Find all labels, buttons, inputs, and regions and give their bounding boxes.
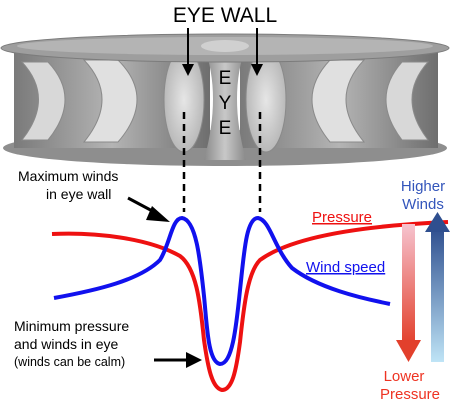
diagram-title: EYE WALL	[173, 4, 277, 27]
pressure-curve	[51, 220, 449, 393]
right-outer-hollow	[385, 61, 430, 141]
min-pressure-label-line1: Minimum pressure	[14, 318, 129, 334]
hurricane-cross-section	[0, 33, 450, 166]
eye-opening	[201, 40, 249, 52]
wind-speed-curve	[53, 215, 391, 367]
pressure-label: Pressure	[312, 209, 372, 226]
lower-label-line2: Pressure	[380, 386, 440, 403]
wind-speed-label: Wind speed	[306, 259, 385, 276]
eye-letter-3: E	[219, 118, 232, 139]
eye-letter-2: Y	[219, 93, 232, 114]
down-arrow-icon	[182, 28, 194, 76]
pointer-arrow-icon	[127, 196, 170, 222]
higher-label-line1: Higher	[401, 178, 445, 195]
min-pressure-label-line2: and winds in eye	[14, 336, 119, 352]
eye-wall-right	[245, 47, 287, 153]
eye-column	[204, 46, 246, 160]
lower-label-line1: Lower	[384, 368, 425, 385]
max-winds-label-line1: Maximum winds	[18, 168, 118, 184]
down-arrow-icon	[251, 28, 263, 76]
max-winds-label-line2: in eye wall	[46, 186, 111, 202]
left-inner-hollow	[82, 59, 138, 143]
higher-label-line2: Winds	[402, 196, 444, 213]
right-inner-hollow	[311, 59, 366, 143]
eye-letter-1: E	[219, 68, 232, 89]
left-outer-hollow	[20, 61, 66, 141]
up-arrow-icon	[425, 212, 450, 362]
pointer-arrow-icon	[154, 352, 202, 368]
min-pressure-label-line3: (winds can be calm)	[14, 355, 125, 369]
down-arrow-icon	[396, 224, 421, 362]
